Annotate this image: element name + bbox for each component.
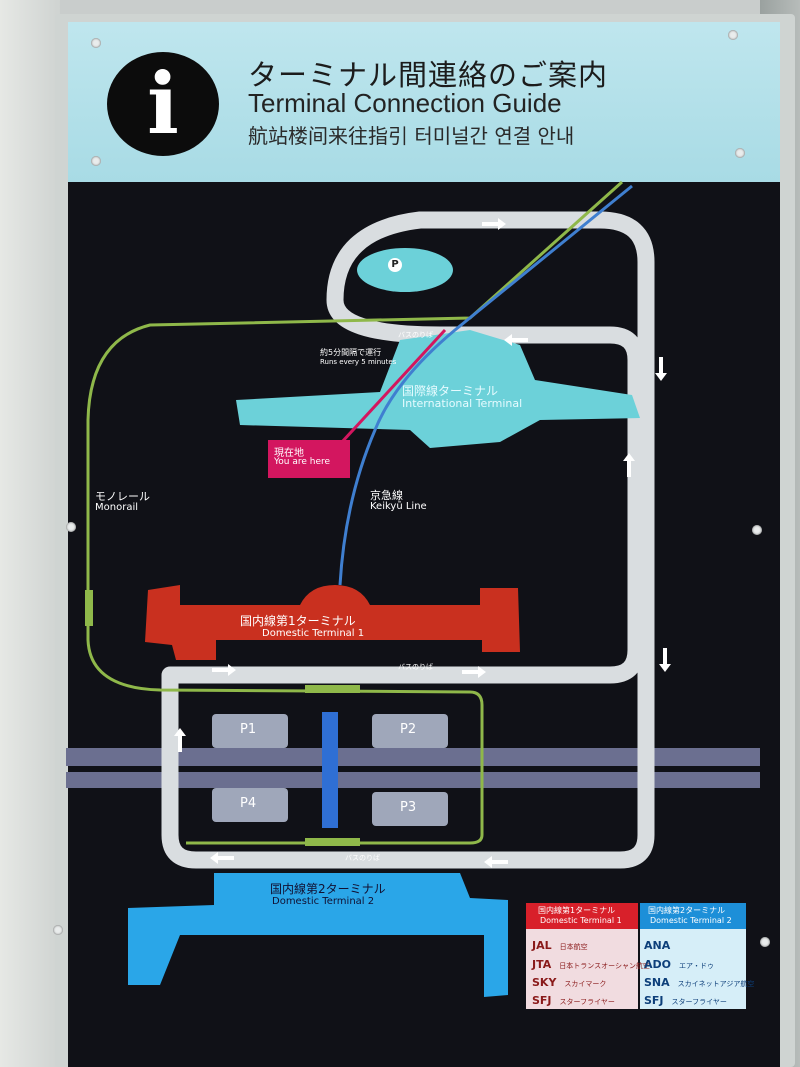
rail-track [66, 748, 760, 766]
domestic-terminal-2-label-en: Domestic Terminal 2 [272, 896, 375, 907]
bus-interval-en: Runs every 5 minutes [320, 358, 397, 366]
parking-label-p4: P4 [240, 796, 257, 811]
domestic-terminal-1-building [145, 585, 520, 660]
screw [735, 148, 745, 158]
legend-t2-airline: ANA [644, 939, 671, 952]
title-chinese-korean: 航站楼间来往指引 터미널간 연결 안내 [248, 124, 575, 148]
bus-interval-ja: 約5分間隔で運行 [320, 348, 382, 357]
domestic-terminal-2-label-ja: 国内線第2ターミナル [270, 882, 386, 896]
info-icon [107, 52, 219, 156]
you-are-here-pointer [328, 328, 447, 457]
screw [728, 30, 738, 40]
parking-label-p3: P3 [400, 800, 417, 815]
legend-t2-title-en: Domestic Terminal 2 [650, 916, 732, 925]
bus-route [161, 211, 655, 869]
parking-label-p2: P2 [400, 722, 417, 737]
legend-t1-title-en: Domestic Terminal 1 [540, 916, 622, 925]
title-english: Terminal Connection Guide [248, 88, 562, 118]
bus-stop-label: バスのりば [345, 854, 380, 862]
domestic-terminal-2-building [128, 873, 508, 997]
you-are-here-marker [268, 440, 350, 478]
parking-icon: P [388, 258, 402, 272]
keikyu-line [338, 184, 633, 586]
international-terminal-label-en: International Terminal [402, 397, 523, 410]
parking-p3 [372, 792, 448, 826]
parking-label-p1: P1 [240, 722, 257, 737]
domestic-terminal-1-label-en: Domestic Terminal 1 [262, 628, 365, 639]
keikyu-label-ja: 京急線 [370, 489, 403, 502]
domestic-terminal-1-label-ja: 国内線第1ターミナル [240, 614, 356, 628]
keikyu-label-en: Keikyū Line [370, 501, 427, 512]
rail-track [66, 772, 760, 788]
legend-t1-title-ja: 国内線第1ターミナル [538, 906, 616, 915]
parking-p1 [212, 714, 288, 748]
direction-arrows [174, 218, 671, 868]
screw [760, 937, 770, 947]
legend-t2-title-ja: 国内線第2ターミナル [648, 906, 726, 915]
title-japanese: ターミナル間連絡のご案内 [248, 58, 609, 92]
you-are-here-label-ja: 現在地 [274, 448, 304, 459]
monorail-station [85, 590, 93, 626]
monorail-station [305, 685, 360, 693]
legend-t1-header [526, 903, 638, 929]
bus-stop-label: バスのりば [398, 331, 433, 339]
parking-building [357, 248, 453, 292]
screw [91, 38, 101, 48]
screw [66, 522, 76, 532]
monorail-label-en: Monorail [95, 502, 138, 513]
international-terminal-building [236, 330, 640, 448]
bus-stop-label: バスのりば [398, 663, 433, 671]
you-are-here-label-en: You are here [274, 457, 331, 467]
parking-p4 [212, 788, 288, 822]
monorail-station [305, 838, 360, 846]
background-wall-left [0, 0, 60, 1067]
legend-t2-header [640, 903, 746, 929]
international-terminal-label-ja: 国際線ターミナル [402, 384, 499, 398]
parking-p2 [372, 714, 448, 748]
screw [53, 925, 63, 935]
info-icon-letter: i [147, 54, 179, 153]
monorail-label-ja: モノレール [95, 490, 150, 503]
keikyu-station [322, 712, 338, 828]
screw [91, 156, 101, 166]
screw [752, 525, 762, 535]
monorail-line [86, 180, 624, 845]
